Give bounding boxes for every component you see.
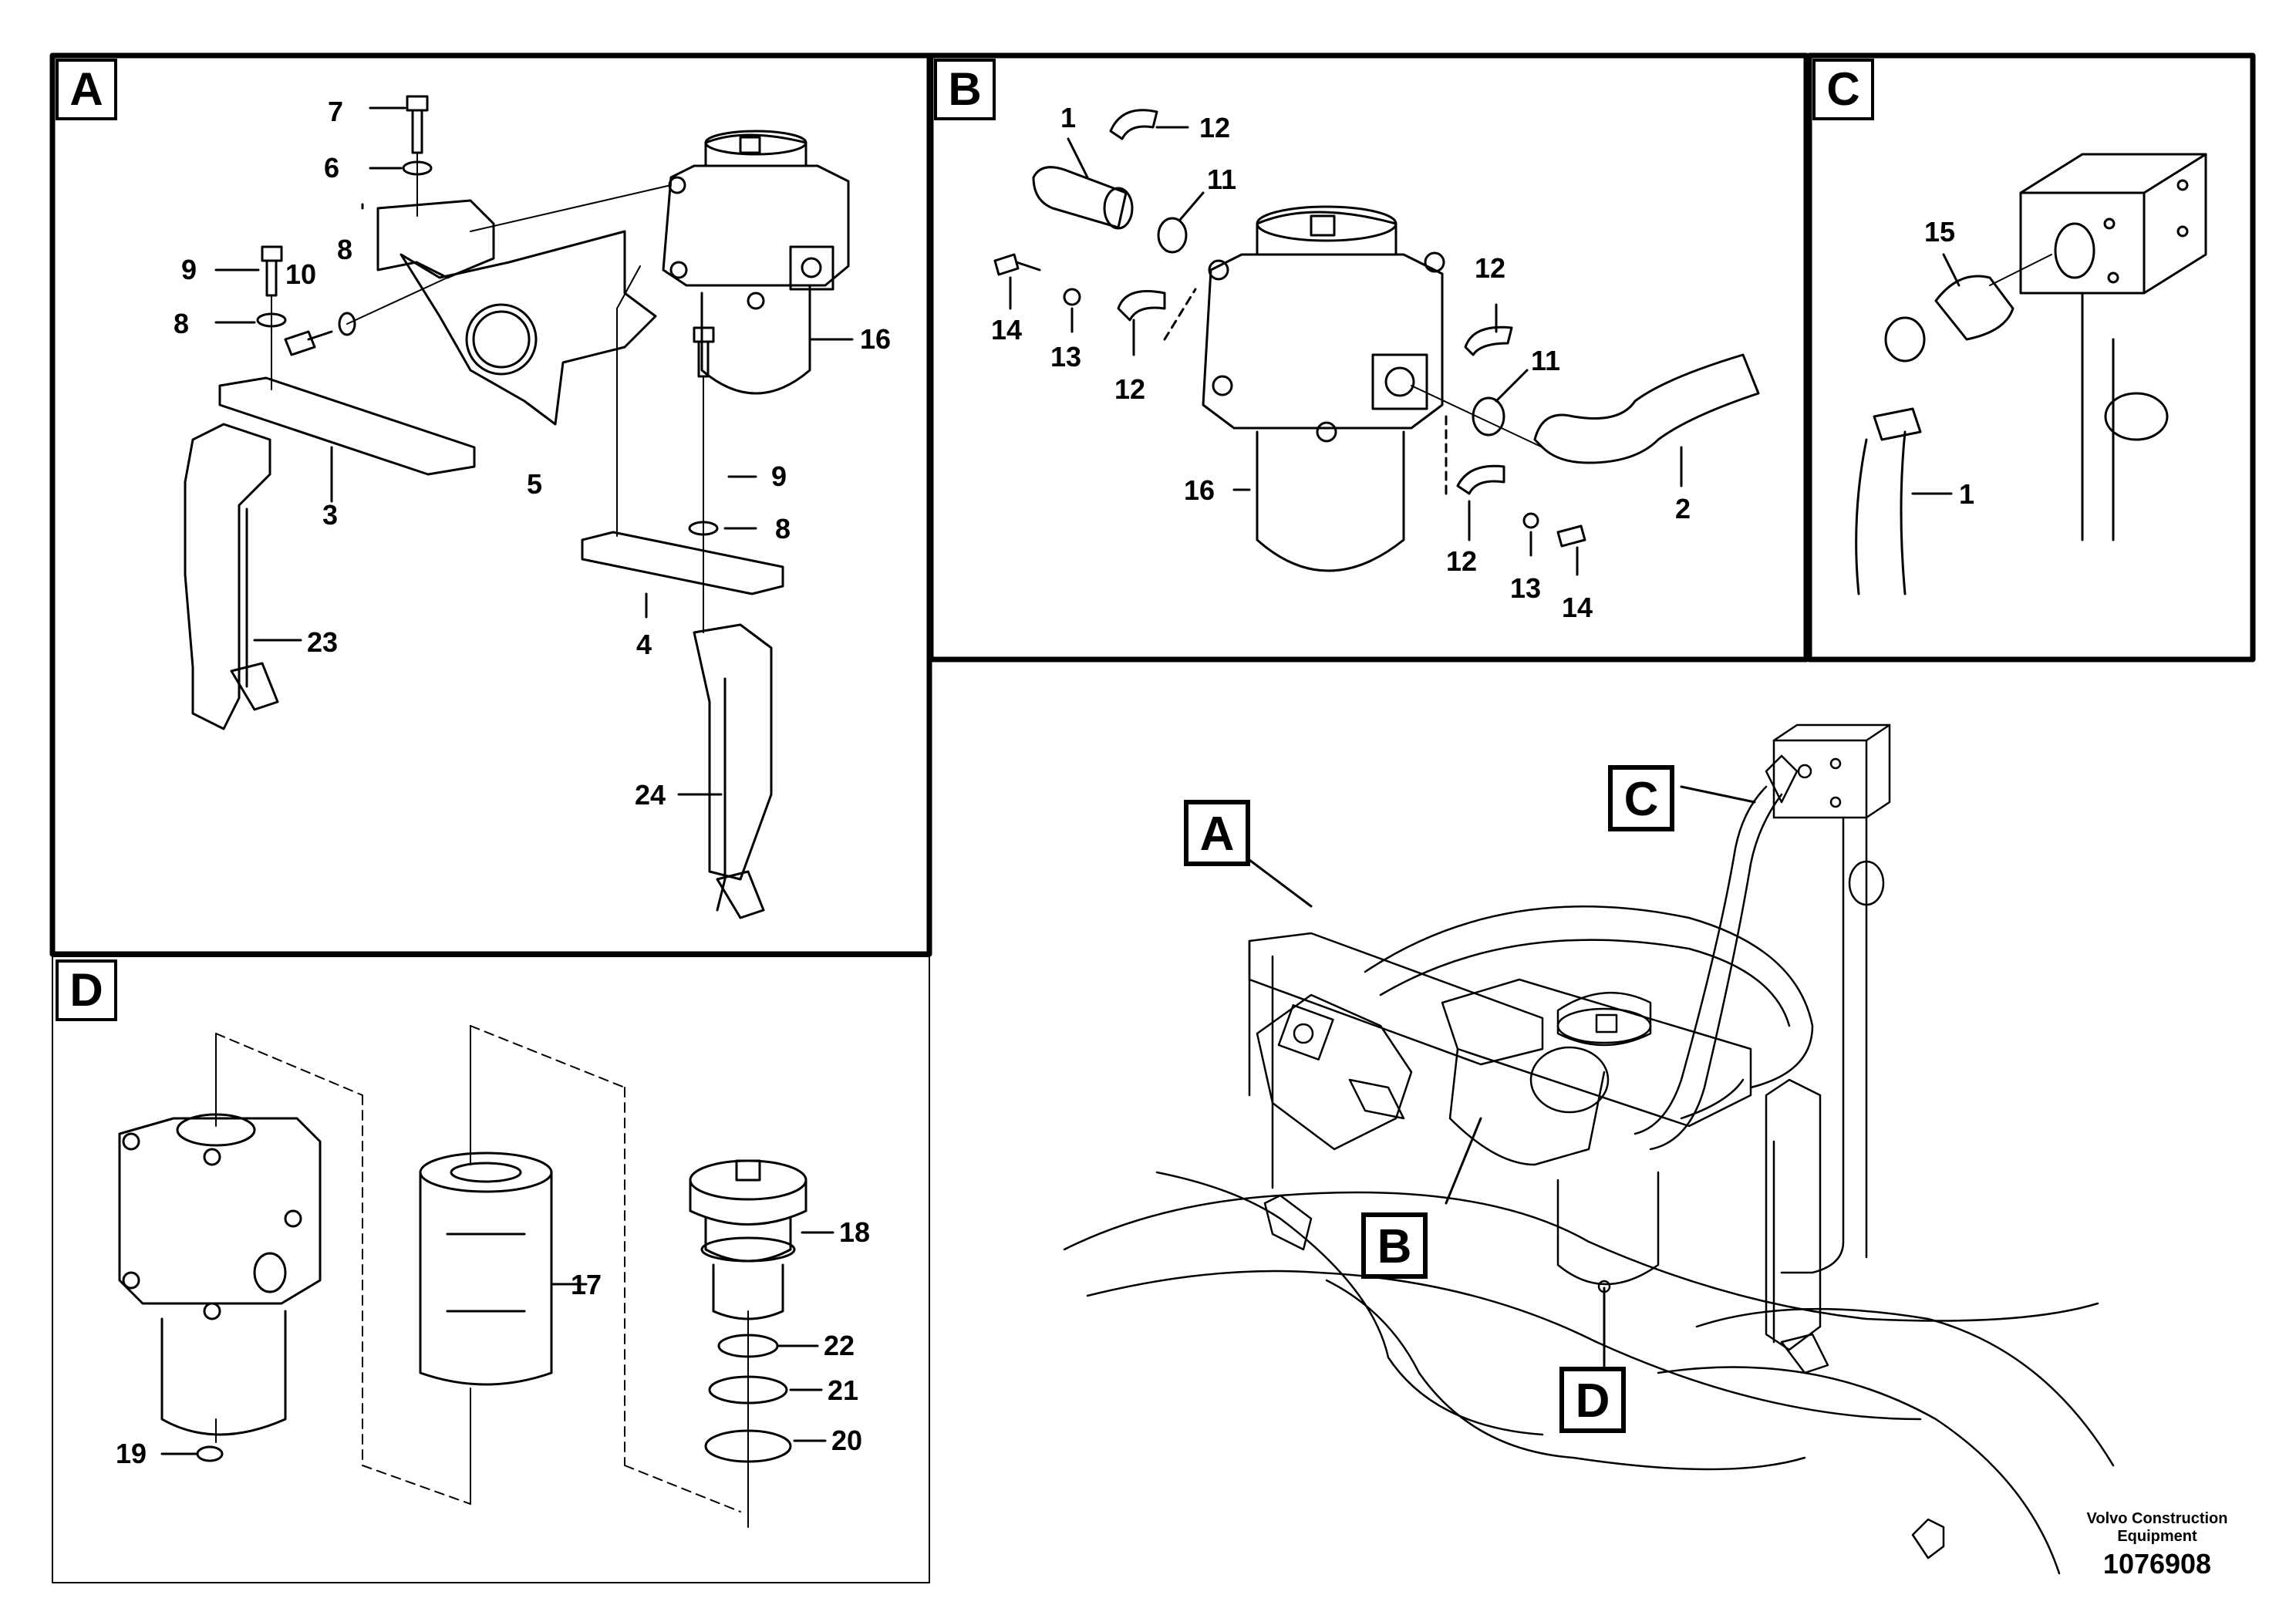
panel-d-frame bbox=[52, 956, 930, 1583]
panel-d-label: D bbox=[69, 964, 103, 1016]
callout-b-box bbox=[1361, 1212, 1428, 1279]
part-number: 9 bbox=[771, 460, 787, 492]
part-number: 6 bbox=[324, 152, 339, 184]
part-number: 17 bbox=[571, 1269, 602, 1300]
footer: Volvo Construction Equipment 1076908 bbox=[2087, 1510, 2228, 1580]
part-number: 23 bbox=[307, 626, 338, 658]
company-name-line2: Equipment bbox=[2117, 1528, 2197, 1545]
part-number: 15 bbox=[1924, 216, 1955, 248]
part-number: 3 bbox=[322, 499, 338, 531]
callout-d-box bbox=[1559, 1367, 1626, 1433]
company-name-line1: Volvo Construction bbox=[2087, 1510, 2228, 1527]
part-number: 12 bbox=[1446, 545, 1477, 577]
part-number: 14 bbox=[1562, 592, 1593, 623]
part-number: 2 bbox=[1675, 493, 1691, 524]
part-number: 13 bbox=[1050, 341, 1081, 373]
part-number: 16 bbox=[860, 323, 891, 355]
panel-a-drawing bbox=[184, 95, 854, 919]
overview-drawing bbox=[1063, 723, 2115, 1575]
panel-a-label-box bbox=[56, 59, 117, 120]
panel-b-label: B bbox=[948, 63, 981, 115]
part-number: 24 bbox=[635, 779, 666, 811]
part-number: 19 bbox=[116, 1438, 147, 1469]
part-number: 9 bbox=[181, 254, 197, 285]
part-number: 8 bbox=[775, 513, 791, 545]
part-number: 1 bbox=[1959, 478, 1974, 510]
part-number: 12 bbox=[1475, 252, 1505, 284]
part-number: 21 bbox=[828, 1374, 858, 1406]
panel-a-label: A bbox=[69, 63, 103, 115]
panel-letters: A B C D bbox=[56, 59, 1874, 1021]
panel-d-label-box bbox=[56, 959, 117, 1021]
callout-a-label: A bbox=[1200, 808, 1235, 861]
part-number: 14 bbox=[991, 314, 1022, 346]
callout-a-box bbox=[1184, 800, 1250, 866]
callout-d-label: D bbox=[1576, 1374, 1610, 1428]
part-number: 8 bbox=[174, 308, 189, 339]
part-number: 1 bbox=[1060, 102, 1076, 133]
part-number: 8 bbox=[337, 234, 352, 265]
callout-c-box bbox=[1608, 765, 1674, 831]
panel-c-label: C bbox=[1826, 63, 1859, 115]
part-number: 13 bbox=[1510, 572, 1541, 604]
callout-c-label: C bbox=[1624, 773, 1659, 826]
part-number: 20 bbox=[831, 1425, 862, 1456]
panel-b-drawing bbox=[993, 109, 1760, 576]
part-number: 18 bbox=[839, 1216, 870, 1248]
panel-c-drawing bbox=[1855, 153, 2207, 595]
part-numbers: 7 6 9 10 8 8 16 5 3 9 8 4 23 24 1 12 11 … bbox=[116, 96, 1974, 1469]
part-number: 11 bbox=[1207, 164, 1236, 195]
panel-b-label-box bbox=[934, 59, 996, 120]
part-number: 7 bbox=[328, 96, 343, 127]
part-number: 11 bbox=[1531, 345, 1560, 376]
panel-c-frame bbox=[1806, 52, 2256, 663]
panel-c-label-box bbox=[1812, 59, 1874, 120]
part-number: 12 bbox=[1114, 373, 1145, 405]
part-number: 12 bbox=[1199, 112, 1230, 143]
part-number: 5 bbox=[527, 468, 542, 500]
part-number: 16 bbox=[1184, 474, 1215, 506]
overview-callouts: A B C D bbox=[1184, 765, 1674, 1433]
drawing-number: 1076908 bbox=[2103, 1548, 2211, 1580]
panel-b-frame bbox=[928, 52, 1809, 663]
panel-d-drawing bbox=[118, 1025, 834, 1528]
callout-b-label: B bbox=[1377, 1220, 1412, 1273]
part-number: 4 bbox=[636, 629, 652, 660]
part-number: 10 bbox=[285, 258, 316, 290]
part-number: 22 bbox=[824, 1330, 855, 1361]
